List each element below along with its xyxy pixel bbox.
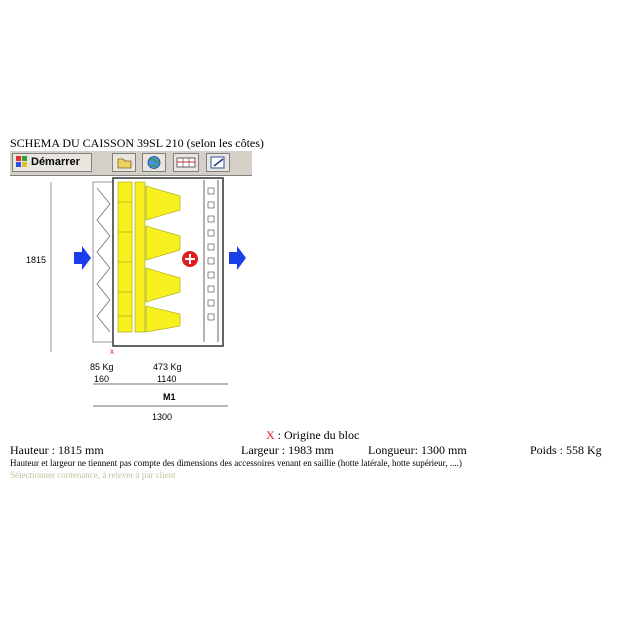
demarrer-label: Démarrer bbox=[31, 156, 80, 168]
origin-marker: x bbox=[110, 347, 114, 356]
origin-legend-label: : Origine du bloc bbox=[274, 428, 360, 442]
demarrer-button[interactable]: Démarrer bbox=[12, 153, 92, 172]
layout-button[interactable] bbox=[173, 153, 199, 172]
weight-left-label: 85 Kg bbox=[90, 362, 114, 372]
edit-icon bbox=[210, 156, 225, 169]
largeur-value: Largeur : 1983 mm bbox=[241, 443, 334, 457]
note-client: Sélectionner contenance, à relever à par… bbox=[10, 470, 176, 480]
yellow-coil bbox=[117, 181, 181, 333]
start-icon bbox=[16, 156, 27, 167]
hauteur-value: Hauteur : 1815 mm bbox=[10, 443, 104, 457]
layout-icon bbox=[176, 157, 196, 168]
width-left-label: 160 bbox=[94, 374, 110, 384]
caisson-schema: x bbox=[50, 177, 246, 407]
origin-legend: X : Origine du bloc bbox=[266, 428, 359, 443]
filter-section bbox=[92, 181, 114, 343]
globe-button[interactable] bbox=[142, 153, 166, 172]
open-button[interactable] bbox=[112, 153, 136, 172]
edit-button[interactable] bbox=[206, 153, 230, 172]
weight-main-label: 473 Kg bbox=[153, 362, 182, 372]
folder-icon bbox=[117, 158, 132, 169]
page-title: SCHEMA DU CAISSON 39SL 210 (selon les cô… bbox=[10, 136, 264, 150]
height-label: 1815 bbox=[26, 255, 47, 265]
airflow-in-arrow bbox=[74, 246, 91, 270]
note-accessories: Hauteur et largeur ne tiennent pas compt… bbox=[10, 458, 462, 468]
globe-icon bbox=[147, 156, 161, 169]
total-length-label: 1300 bbox=[152, 412, 173, 422]
longueur-value: Longueur: 1300 mm bbox=[368, 443, 467, 457]
module-label: M1 bbox=[163, 392, 176, 402]
airflow-out-arrow bbox=[229, 246, 246, 270]
origin-legend-marker: X bbox=[266, 428, 275, 442]
fan-icon bbox=[182, 251, 198, 267]
right-column bbox=[203, 180, 219, 342]
poids-value: Poids : 558 Kg bbox=[530, 443, 602, 457]
toolbar: Démarrer bbox=[10, 150, 252, 176]
width-main-label: 1140 bbox=[157, 374, 177, 384]
